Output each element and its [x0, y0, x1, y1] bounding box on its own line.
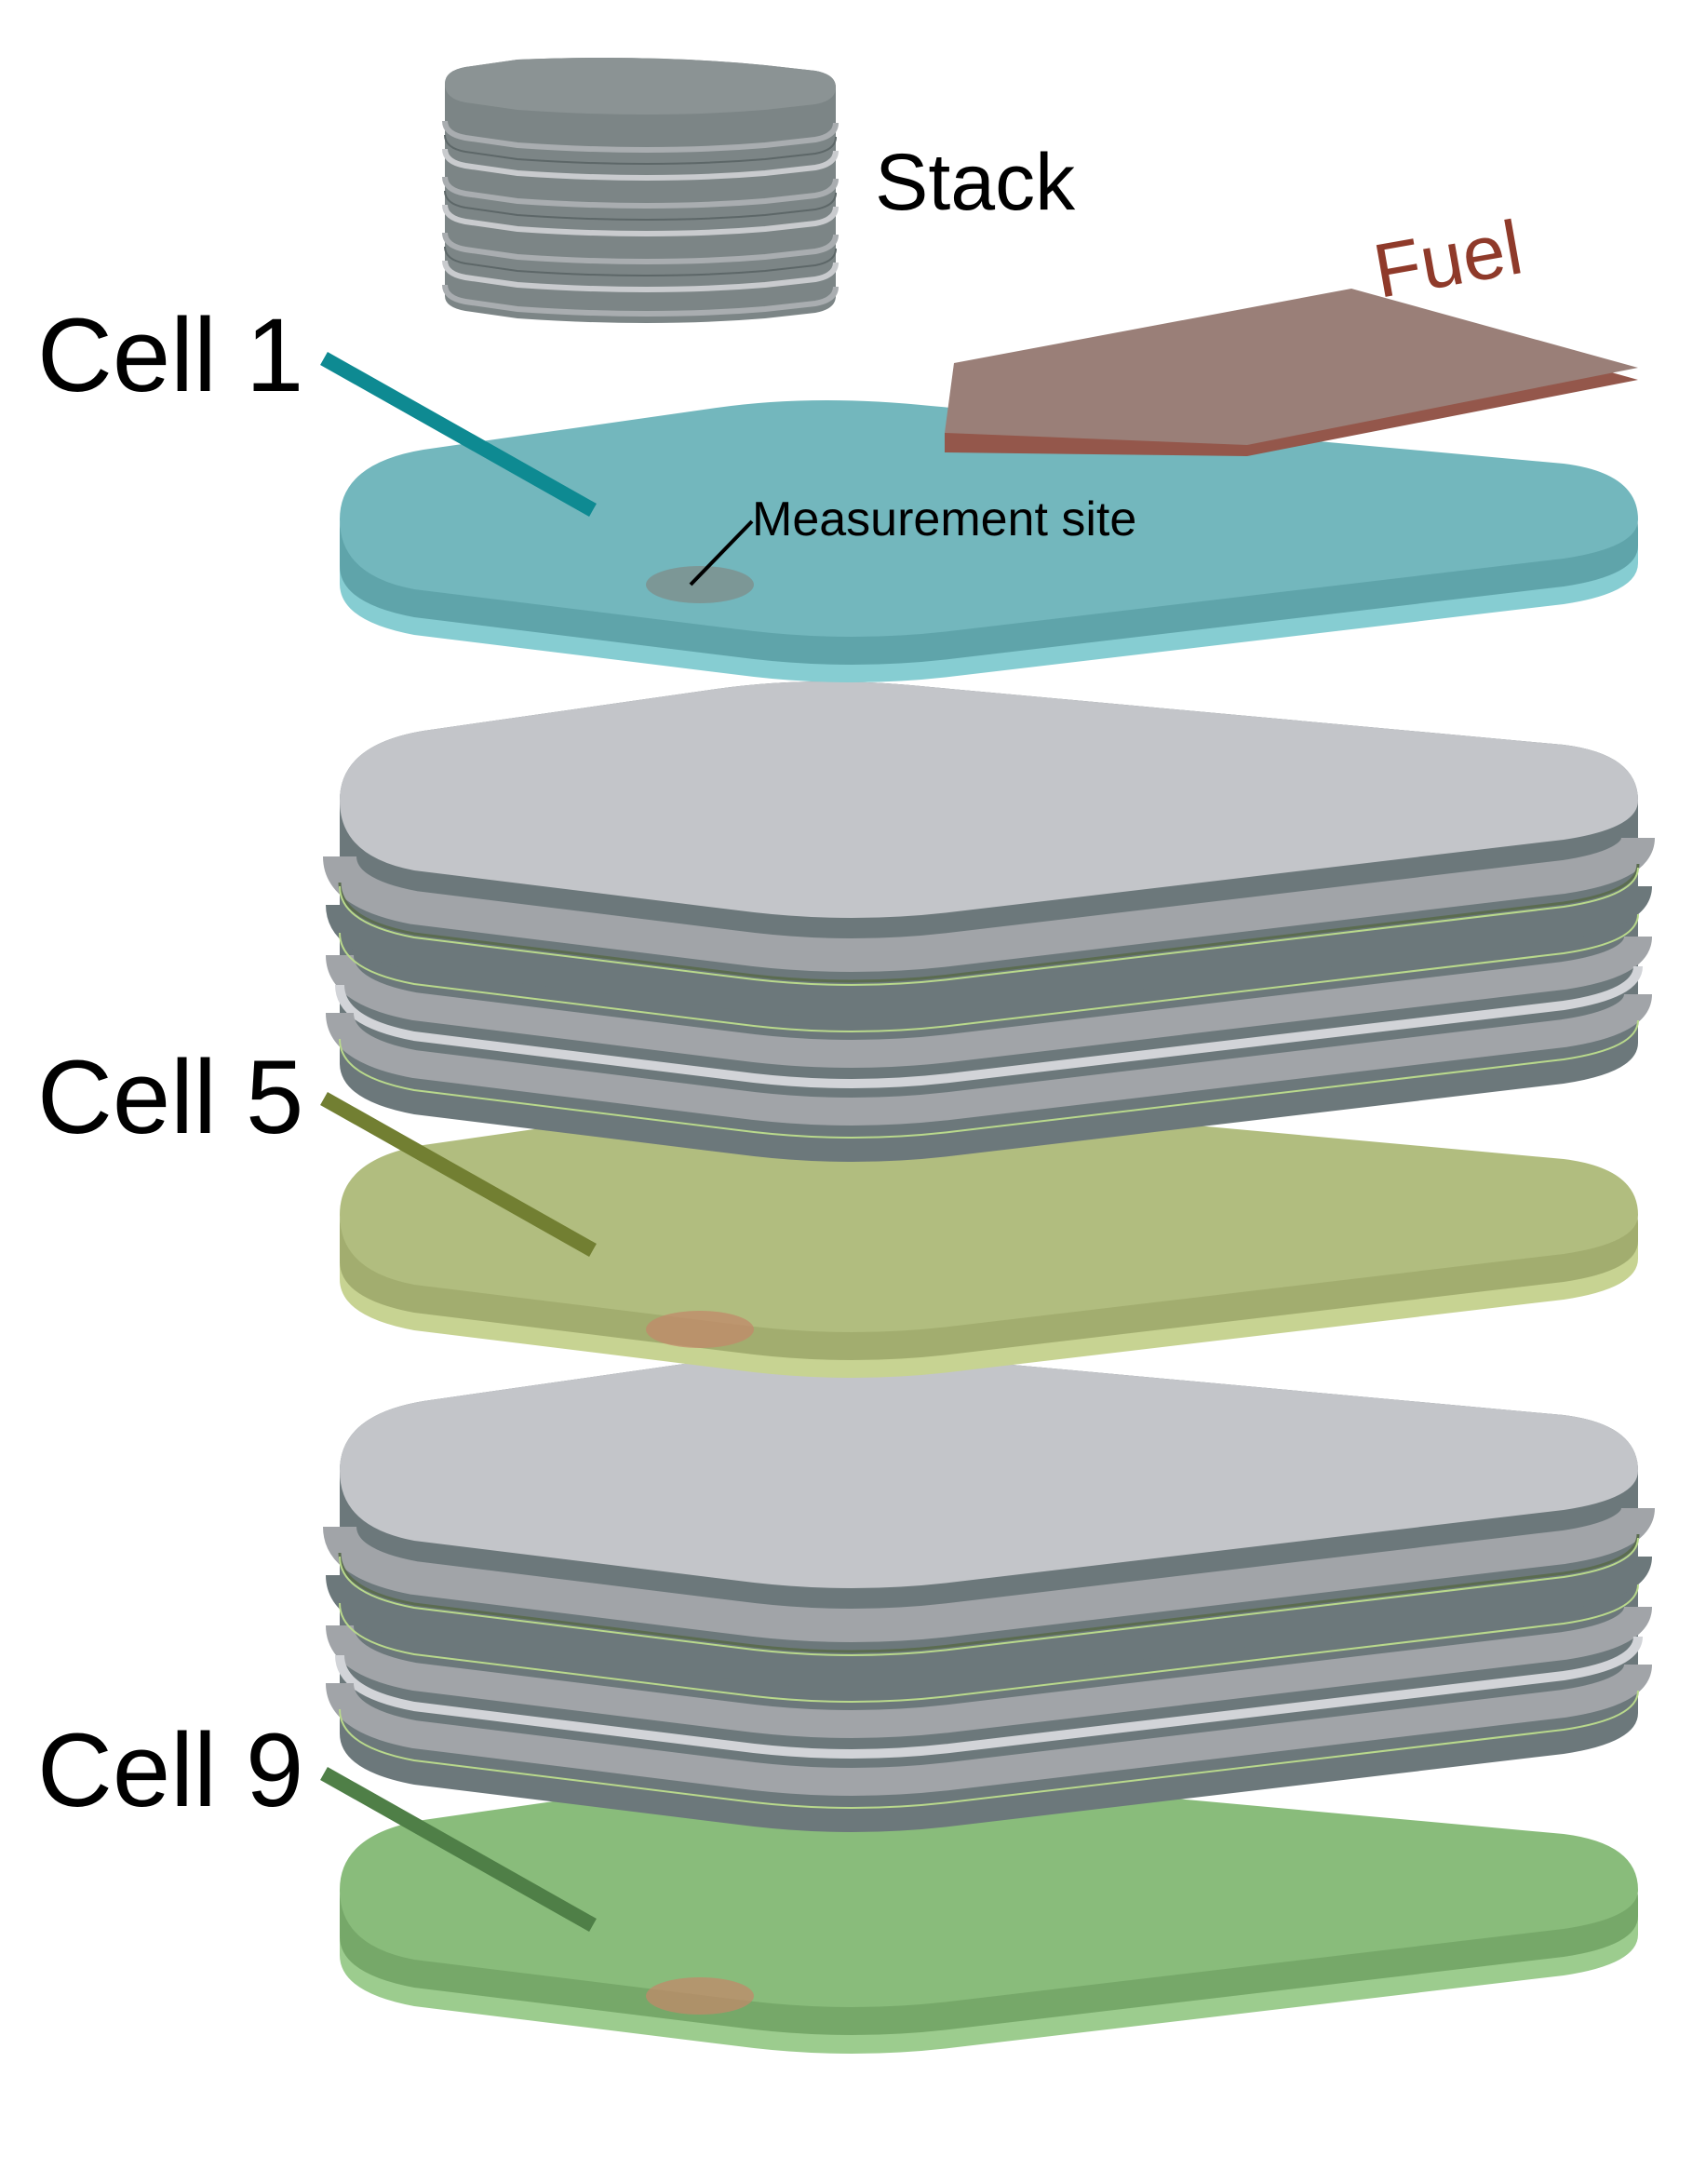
- cell1-label: Cell 1: [37, 297, 303, 413]
- stack-icon: [442, 58, 839, 323]
- intermediate-cells-lower: [323, 1351, 1655, 1832]
- measurement-site-label: Measurement site: [752, 492, 1136, 546]
- cell9-measurement-spot: [646, 1977, 754, 2015]
- cell5-measurement-spot: [646, 1311, 754, 1348]
- cell5-plate: [340, 1095, 1638, 1378]
- cell1-measurement-spot: [646, 566, 754, 603]
- stack-label: Stack: [875, 138, 1076, 227]
- fuel-sheet: [945, 289, 1638, 456]
- intermediate-cells-upper: [323, 681, 1655, 1162]
- cell1-plate: [340, 399, 1638, 682]
- fuel-label: Fuel: [1367, 205, 1528, 314]
- cell9-plate: [340, 1770, 1638, 2054]
- cell1-leader-line: [320, 352, 597, 517]
- cell5-leader-line: [320, 1092, 597, 1257]
- measurement-site-leader: [689, 519, 754, 586]
- cell9-leader-line: [320, 1767, 597, 1932]
- cell9-label: Cell 9: [37, 1712, 303, 1828]
- cell5-label: Cell 5: [37, 1039, 303, 1155]
